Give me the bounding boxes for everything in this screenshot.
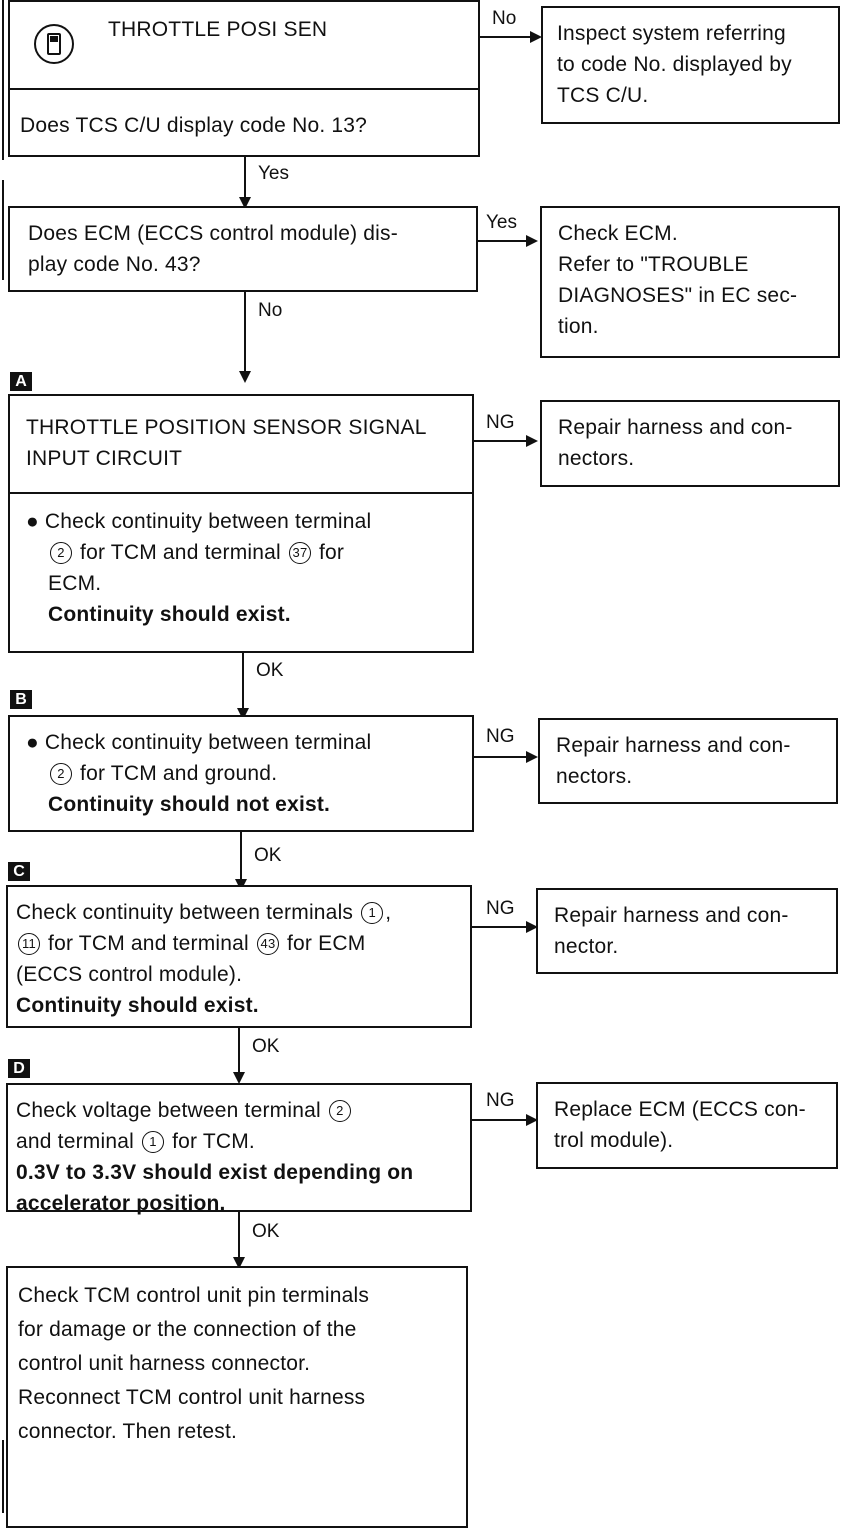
- final-line: for damage or the connection of the: [18, 1318, 357, 1341]
- boxD-text: Check voltage between terminal: [16, 1099, 321, 1122]
- terminal-circle: 1: [361, 902, 384, 925]
- sideA-line: Repair harness and con-: [558, 416, 793, 439]
- box-ecm-code-43: Does ECM (ECCS control module) dis- play…: [8, 206, 478, 292]
- boxB-text: for TCM and ground.: [80, 762, 278, 785]
- step-marker-c: C: [8, 862, 30, 881]
- terminal-circle: 1: [142, 1131, 165, 1154]
- final-line: Reconnect TCM control unit harness: [18, 1386, 366, 1409]
- label-ng: NG: [486, 412, 515, 433]
- diagnosis-tool-icon: [34, 24, 74, 64]
- label-ok: OK: [252, 1221, 280, 1242]
- sideC-line: Repair harness and con-: [554, 904, 789, 927]
- box1-question: Does TCS C/U display code No. 13?: [20, 114, 368, 137]
- step-marker-b: B: [10, 690, 32, 709]
- side1-line: TCS C/U.: [557, 84, 649, 107]
- sideD-line: Replace ECM (ECCS con-: [554, 1098, 806, 1121]
- terminal-circle: 2: [328, 1100, 351, 1123]
- label-yes: Yes: [258, 163, 289, 184]
- side2-line: Check ECM.: [558, 222, 678, 245]
- margin-mark: [2, 180, 4, 280]
- boxC-text: Check continuity between terminals: [16, 901, 354, 924]
- box1-title: THROTTLE POSI SEN: [108, 18, 328, 41]
- box-step-b: ● Check continuity between terminal 2 fo…: [8, 715, 474, 832]
- side2-line: tion.: [558, 315, 599, 338]
- sideA-line: nectors.: [558, 447, 635, 470]
- final-line: Check TCM control unit pin terminals: [18, 1284, 370, 1307]
- side-box-check-ecm: Check ECM. Refer to "TROUBLE DIAGNOSES" …: [540, 206, 840, 358]
- label-no: No: [492, 8, 517, 29]
- side-box-repair-a: Repair harness and con- nectors.: [540, 400, 840, 487]
- label-no: No: [258, 300, 283, 321]
- side1-line: to code No. displayed by: [557, 53, 792, 76]
- label-yes: Yes: [486, 212, 517, 233]
- box-throttle-posi-sen: THROTTLE POSI SEN Does TCS C/U display c…: [8, 0, 480, 157]
- boxA-bullet: Check continuity between terminal: [44, 510, 372, 533]
- sideD-line: trol module).: [554, 1129, 674, 1152]
- boxD-text: and terminal: [16, 1130, 134, 1153]
- boxA-requirement: Continuity should exist.: [48, 603, 291, 626]
- terminal-circle: 11: [18, 933, 40, 956]
- sideB-line: Repair harness and con-: [556, 734, 791, 757]
- boxC-text: for TCM and terminal: [48, 932, 249, 955]
- box2-line: play code No. 43?: [28, 253, 201, 276]
- boxB-bullet: Check continuity between terminal: [44, 731, 372, 754]
- box-step-d: Check voltage between terminal 2 and ter…: [6, 1083, 472, 1215]
- boxA-title: INPUT CIRCUIT: [26, 447, 183, 470]
- side1-line: Inspect system referring: [557, 22, 786, 45]
- side2-line: DIAGNOSES" in EC sec-: [558, 284, 798, 307]
- boxC-requirement: Continuity should exist.: [16, 994, 259, 1017]
- terminal-circle: 2: [50, 542, 72, 565]
- boxD-requirement: accelerator position.: [16, 1192, 226, 1215]
- boxA-text: for: [319, 541, 345, 564]
- margin-mark: [2, 1440, 4, 1513]
- side-box-replace-ecm: Replace ECM (ECCS con- trol module).: [536, 1082, 838, 1169]
- box-step-a: THROTTLE POSITION SENSOR SIGNAL INPUT CI…: [8, 394, 474, 653]
- label-ng: NG: [486, 726, 515, 747]
- terminal-circle: 43: [256, 933, 279, 956]
- margin-mark: [2, 0, 4, 160]
- label-ng: NG: [486, 1090, 515, 1111]
- label-ok: OK: [256, 660, 284, 681]
- sideC-line: nector.: [554, 935, 619, 958]
- sideB-line: nectors.: [556, 765, 633, 788]
- boxA-text: ECM.: [48, 572, 102, 595]
- boxA-title: THROTTLE POSITION SENSOR SIGNAL: [26, 416, 427, 439]
- box-final-check: Check TCM control unit pin terminals for…: [6, 1266, 468, 1528]
- boxC-text: for ECM: [287, 932, 366, 955]
- box2-line: Does ECM (ECCS control module) dis-: [28, 222, 398, 245]
- boxB-requirement: Continuity should not exist.: [48, 793, 331, 816]
- box-step-c: Check continuity between terminals 1, 11…: [6, 885, 472, 1028]
- side-box-repair-b: Repair harness and con- nectors.: [538, 718, 838, 804]
- terminal-circle: 2: [50, 763, 72, 786]
- step-marker-a: A: [10, 372, 32, 391]
- label-ok: OK: [252, 1036, 280, 1057]
- boxA-text: for TCM and terminal: [80, 541, 281, 564]
- terminal-circle: 37: [288, 542, 311, 565]
- final-line: control unit harness connector.: [18, 1352, 311, 1375]
- side-box-inspect-system: Inspect system referring to code No. dis…: [541, 6, 840, 124]
- label-ng: NG: [486, 898, 515, 919]
- boxD-requirement: 0.3V to 3.3V should exist depending on: [16, 1161, 414, 1184]
- label-ok: OK: [254, 845, 282, 866]
- boxC-text: (ECCS control module).: [16, 963, 243, 986]
- step-marker-d: D: [8, 1059, 30, 1078]
- side2-line: Refer to "TROUBLE: [558, 253, 749, 276]
- boxD-text: for TCM.: [172, 1130, 255, 1153]
- side-box-repair-c: Repair harness and con- nector.: [536, 888, 838, 974]
- final-line: connector. Then retest.: [18, 1420, 238, 1443]
